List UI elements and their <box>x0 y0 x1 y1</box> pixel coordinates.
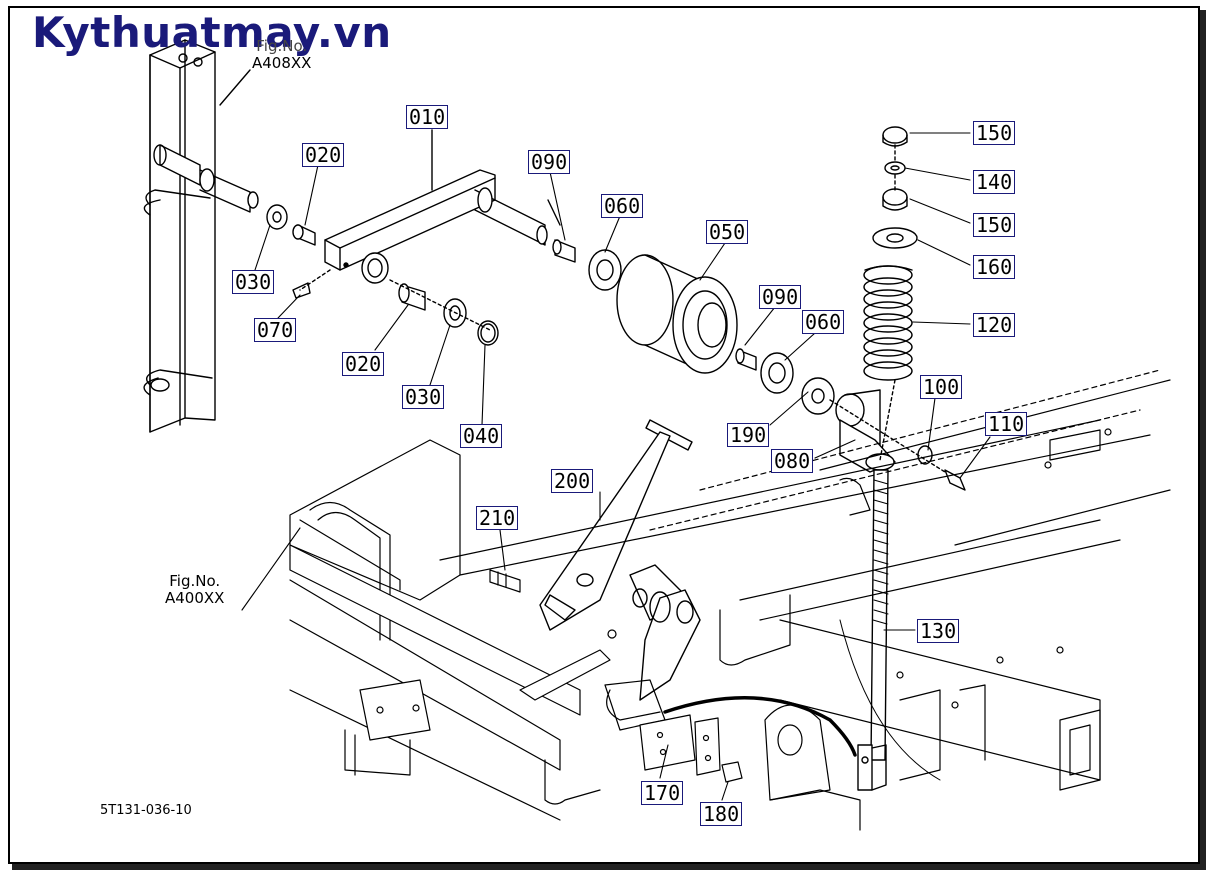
callout-090-upper[interactable]: 090 <box>528 150 571 174</box>
bracket-and-bolt <box>829 389 966 491</box>
tension-spring-assembly <box>863 126 918 461</box>
callout-060-upper[interactable]: 060 <box>601 194 644 218</box>
fig-ref-bottom-label: Fig.No. <box>169 572 221 590</box>
idler-arm <box>324 129 548 284</box>
fig-ref-bottom-code: A400XX <box>165 589 225 607</box>
callout-030-lower[interactable]: 030 <box>402 385 445 409</box>
cable <box>663 696 857 757</box>
callout-120[interactable]: 120 <box>973 313 1016 337</box>
callout-200[interactable]: 200 <box>551 469 594 493</box>
tension-rod <box>857 469 889 791</box>
diagram-frame <box>8 6 1200 864</box>
callout-080[interactable]: 080 <box>771 449 814 473</box>
callout-160[interactable]: 160 <box>973 255 1016 279</box>
fig-ref-bottom: Fig.No. A400XX <box>165 573 224 607</box>
callout-210[interactable]: 210 <box>476 506 519 530</box>
callout-090-lower[interactable]: 090 <box>759 285 802 309</box>
callout-150-upper[interactable]: 150 <box>973 121 1016 145</box>
watermark: Kythuatmay.vn <box>32 8 392 57</box>
bushings-washers-left <box>266 204 499 346</box>
spring-coils <box>863 265 913 381</box>
callout-060-lower[interactable]: 060 <box>802 310 845 334</box>
fig-ref-top-label: Fig.No. <box>256 37 308 55</box>
drawing-code: 5T131-036-10 <box>100 803 192 818</box>
callout-010[interactable]: 010 <box>406 105 449 129</box>
frame-shadow-right <box>1200 10 1206 870</box>
callout-130[interactable]: 130 <box>917 619 960 643</box>
callout-050[interactable]: 050 <box>706 220 749 244</box>
adjust-lever <box>539 419 701 701</box>
callout-150-lower[interactable]: 150 <box>973 213 1016 237</box>
frame-shadow-bottom <box>12 864 1206 870</box>
callout-020-upper[interactable]: 020 <box>302 143 345 167</box>
callout-070[interactable]: 070 <box>254 318 297 342</box>
machine-frame <box>289 369 1171 831</box>
leader-lines <box>241 132 991 801</box>
callout-190[interactable]: 190 <box>727 423 770 447</box>
callout-140[interactable]: 140 <box>973 170 1016 194</box>
support-post <box>143 39 259 433</box>
callout-020-lower[interactable]: 020 <box>342 352 385 376</box>
fig-ref-top-code: A408XX <box>252 54 312 72</box>
callout-040[interactable]: 040 <box>460 424 503 448</box>
callout-030-upper[interactable]: 030 <box>232 270 275 294</box>
callout-100[interactable]: 100 <box>920 375 963 399</box>
callout-170[interactable]: 170 <box>641 781 684 805</box>
track-roller <box>547 199 835 415</box>
callout-180[interactable]: 180 <box>700 802 743 826</box>
callout-110[interactable]: 110 <box>985 412 1028 436</box>
fig-ref-top: Fig.No. A408XX <box>252 38 311 72</box>
